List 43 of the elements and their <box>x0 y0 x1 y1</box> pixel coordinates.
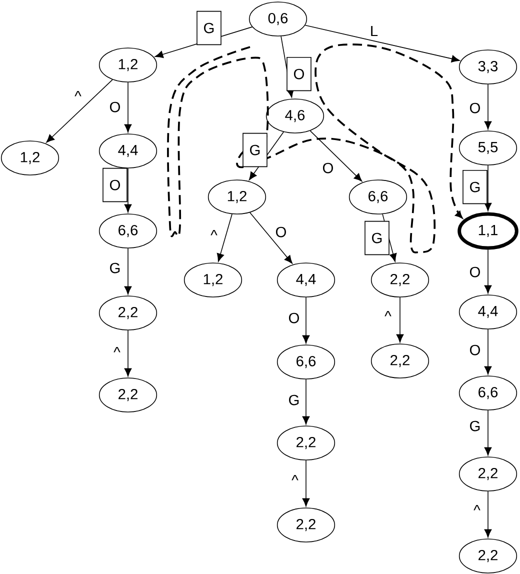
boxed-edge-label: O <box>102 168 128 202</box>
arrow <box>484 249 492 294</box>
boxed-edge-label: O <box>286 56 312 92</box>
arrow <box>310 130 362 182</box>
boxed-edge-label: G <box>242 132 268 168</box>
arrow <box>484 410 492 456</box>
edge-label: O <box>286 311 302 325</box>
edge-label: O <box>468 343 482 357</box>
arrow <box>124 330 132 377</box>
edge-label: ^ <box>209 228 219 242</box>
edge-label: G <box>108 261 122 275</box>
edge-label: G <box>286 393 302 407</box>
edge-label: L <box>368 24 380 38</box>
edge-label: O <box>468 101 482 115</box>
edge-label: ^ <box>112 346 122 358</box>
boxed-edge-label: G <box>196 10 222 46</box>
arrow <box>124 248 132 295</box>
edge-label: G <box>468 419 482 433</box>
arrow <box>302 379 310 425</box>
arrow <box>124 82 132 133</box>
edge-label: ^ <box>472 504 482 516</box>
edge-label: O <box>320 161 336 175</box>
arrow <box>484 491 492 538</box>
arrow <box>250 212 293 264</box>
arrow <box>484 84 492 130</box>
arrow <box>216 214 232 262</box>
arrow <box>304 24 460 62</box>
edge-label: O <box>274 225 288 239</box>
arrow <box>46 79 113 143</box>
arrow <box>484 329 492 375</box>
arrow <box>302 460 310 507</box>
dashed-arrow <box>167 44 462 253</box>
boxed-edge-label: G <box>462 170 488 204</box>
arrow <box>302 297 310 344</box>
arrow <box>396 297 404 343</box>
edge-label: ^ <box>73 90 83 102</box>
arrow <box>124 168 132 213</box>
boxed-edge-label: G <box>364 220 390 256</box>
edge-label: O <box>468 265 482 279</box>
arrow <box>484 165 492 212</box>
edge-label: O <box>108 100 122 114</box>
edge-label: ^ <box>383 310 393 322</box>
edge-label: ^ <box>290 474 300 486</box>
